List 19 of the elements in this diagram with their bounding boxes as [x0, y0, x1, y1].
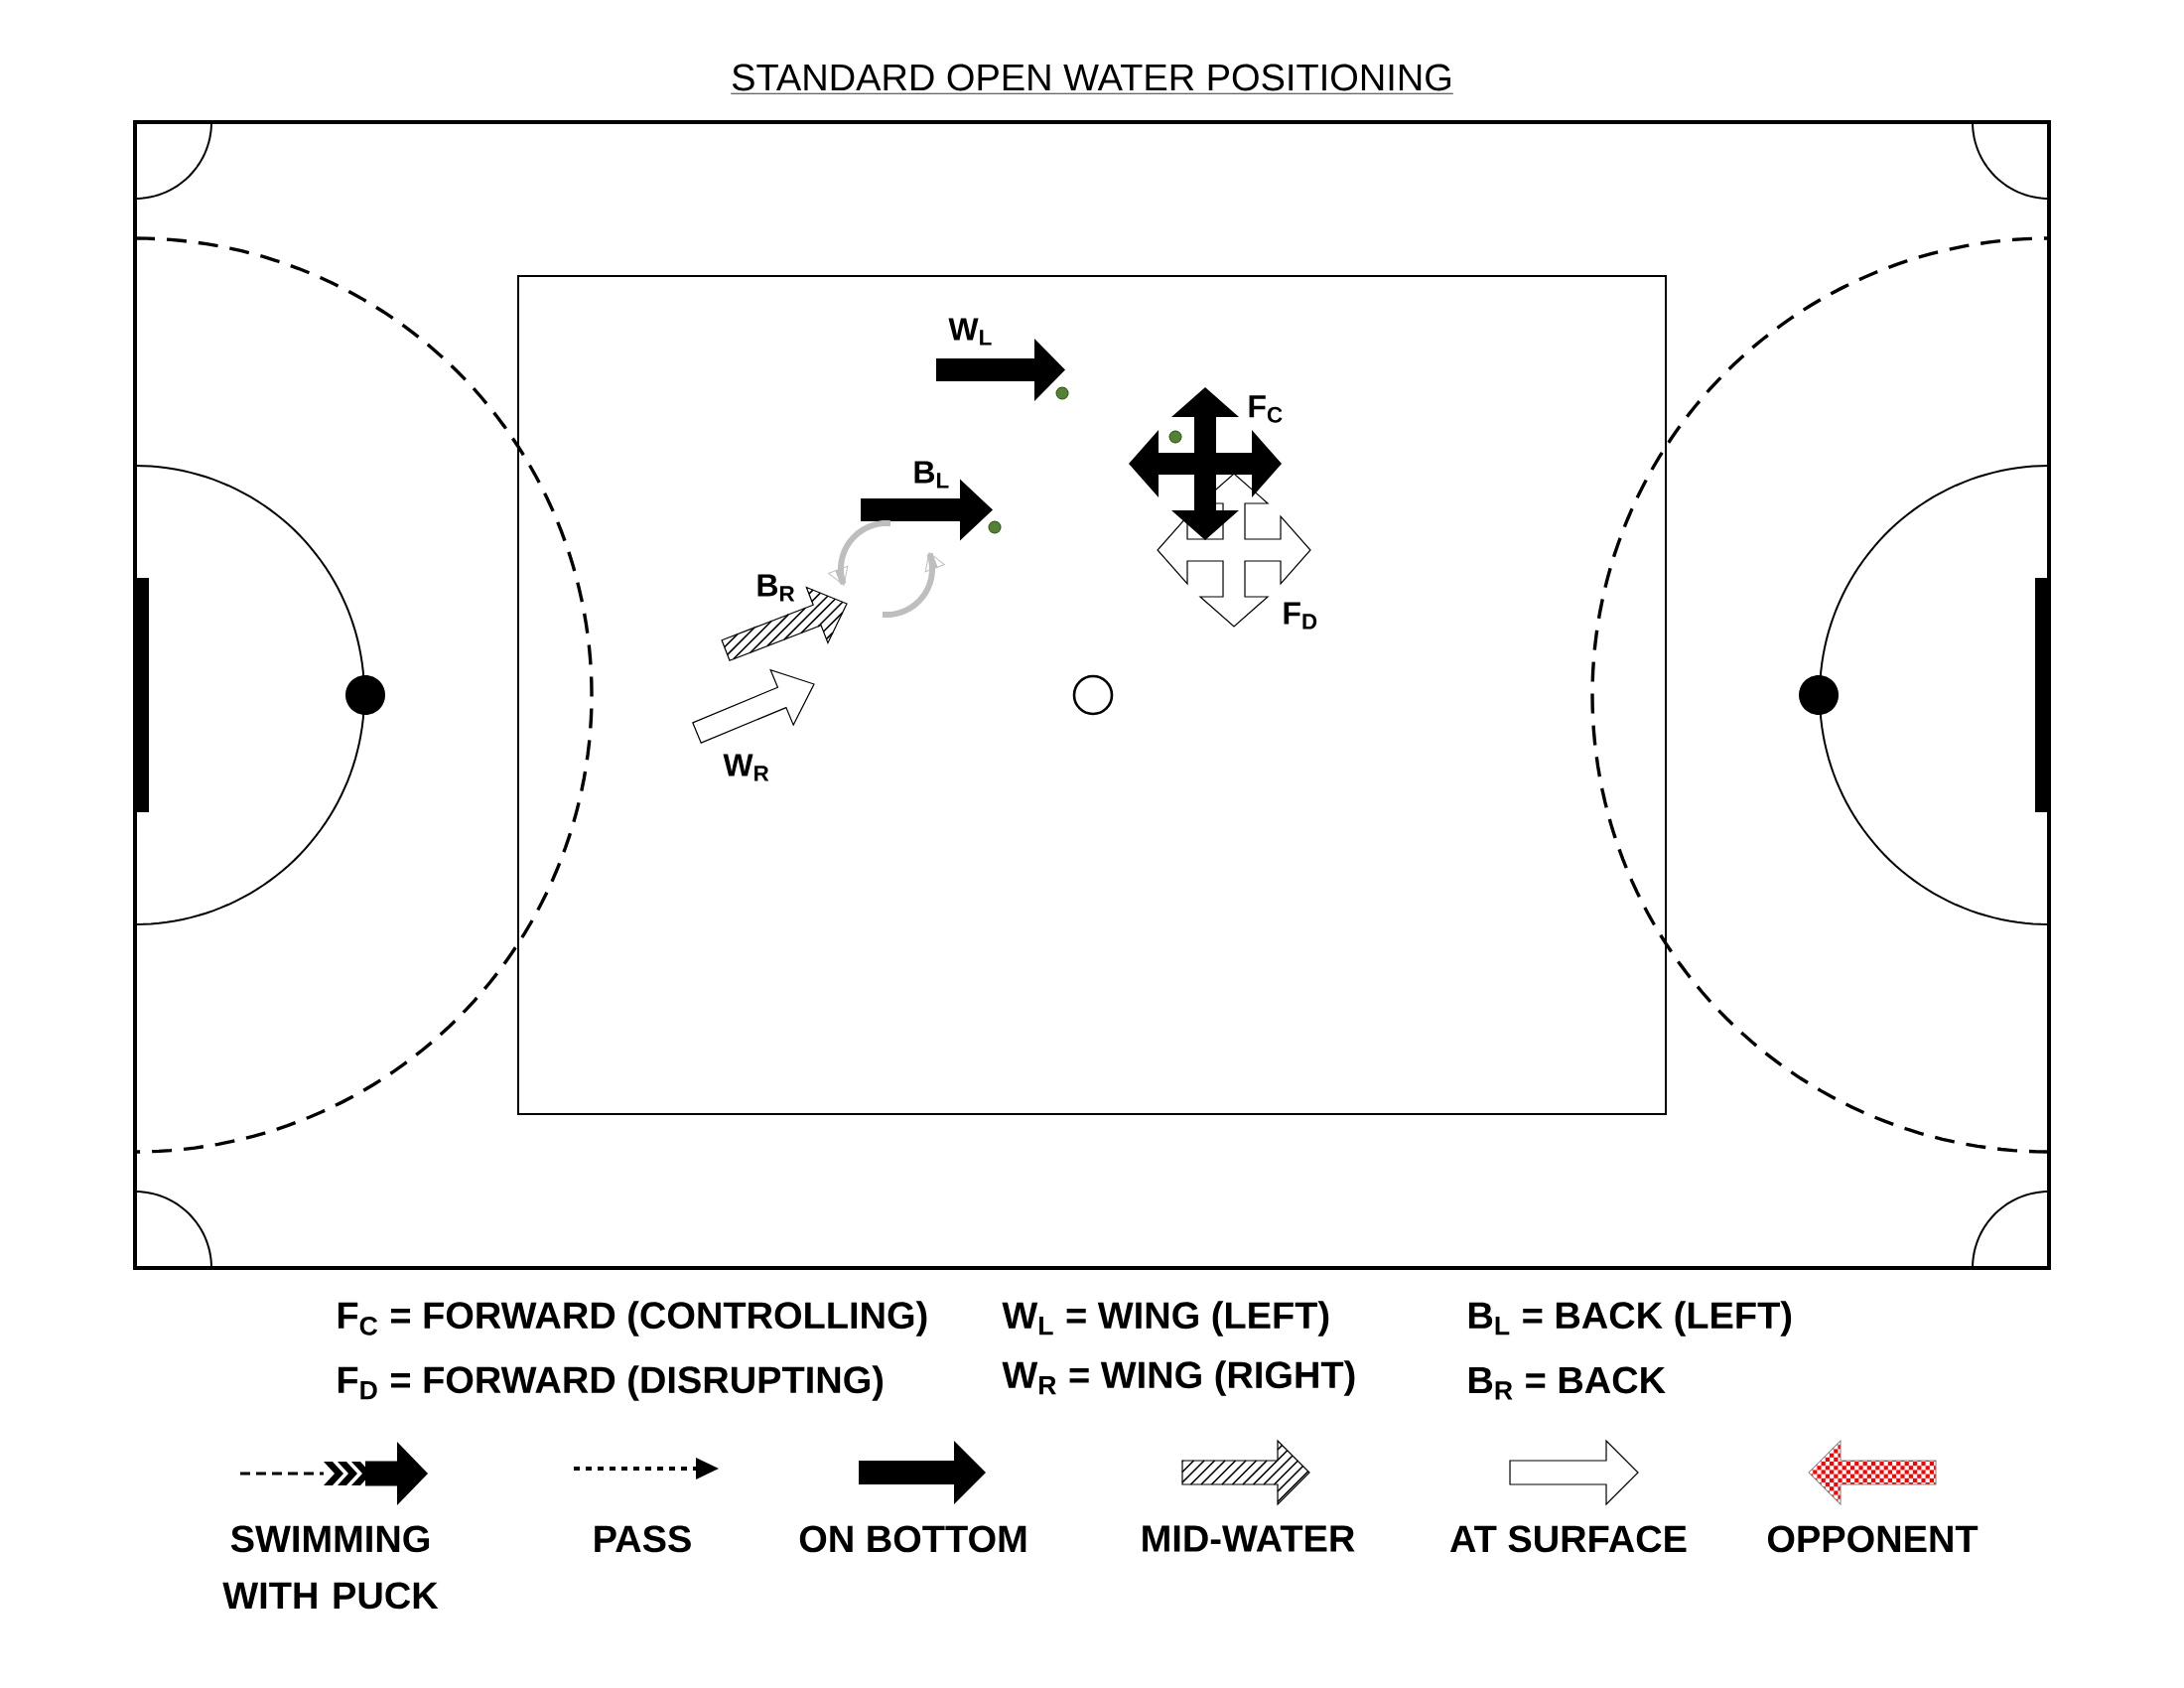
legend-label: SWIMMING WITH PUCK	[222, 1525, 439, 1610]
player-label: F$_{D}$	[1284, 602, 1317, 630]
player-label: F$_{C}$	[1249, 395, 1283, 423]
player-label: W$_{L}$	[948, 318, 992, 346]
key-text: B$_{L}$ = BACK (LEFT)	[1468, 1301, 1792, 1336]
legend-label: AT SURFACE	[1449, 1525, 1687, 1553]
legend-label: MID-WATER	[1143, 1525, 1355, 1552]
legend-label: ON BOTTOM	[799, 1525, 1026, 1553]
player-label: B$_{R}$	[757, 574, 795, 602]
key-text: B$_{R}$ = BACK	[1468, 1366, 1666, 1400]
player-label: B$_{L}$	[914, 461, 949, 489]
legend-label: PASS	[595, 1525, 691, 1553]
title: STANDARD OPEN WATER POSITIONING	[730, 64, 1454, 94]
legend-label: OPPONENT	[1767, 1525, 1979, 1553]
player-label: W$_{R}$	[723, 754, 769, 781]
key-text: W$_{R}$ = WING (RIGHT)	[1002, 1360, 1355, 1396]
key-text: W$_{L}$ = WING (LEFT)	[1002, 1301, 1329, 1336]
key-text: F$_{D}$ = FORWARD (DISRUPTING)	[338, 1365, 884, 1401]
key-text: F$_{C}$ = FORWARD (CONTROLLING)	[338, 1301, 927, 1336]
